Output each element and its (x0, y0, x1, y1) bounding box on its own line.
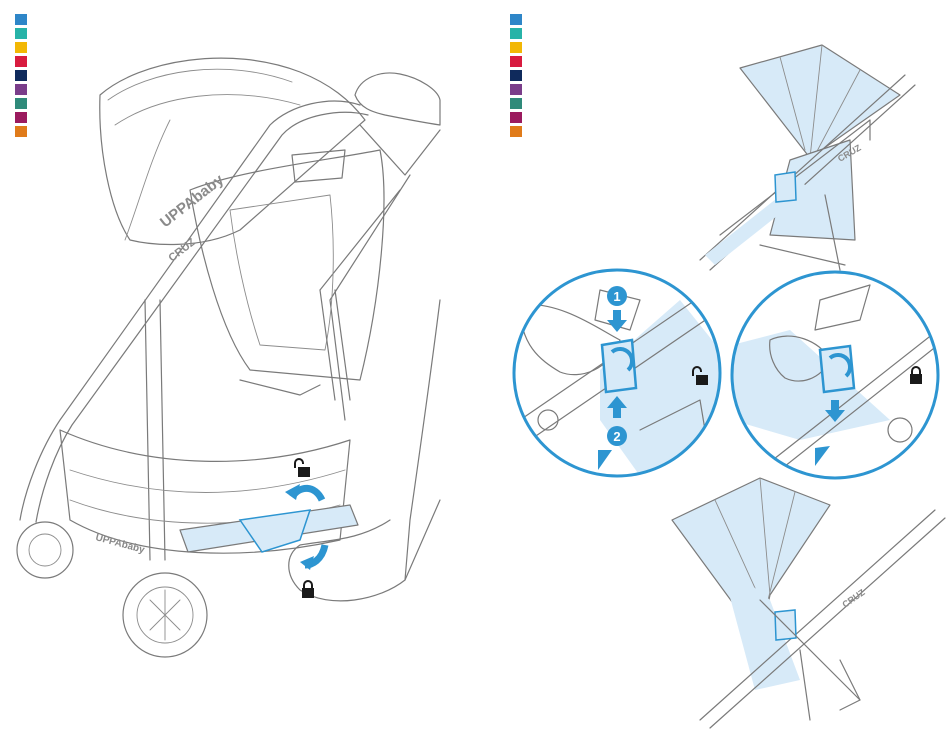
step-2-badge: 2 (607, 426, 627, 446)
detail-circle-unlock: 1 2 (514, 270, 720, 476)
svg-text:2: 2 (613, 429, 620, 444)
left-hand (355, 73, 440, 125)
canopy-model-text: CRUZ (166, 236, 198, 264)
svg-text:1: 1 (613, 289, 620, 304)
left-handlebar (20, 101, 360, 520)
right-top-lock-button (775, 172, 796, 202)
detail-circle-lock (732, 272, 938, 478)
right-top-stroller: CRUZ (700, 45, 915, 270)
right-bottom-stroller: CRUZ (672, 478, 945, 728)
left-stroller-illustration: UPPAbaby CRUZ UPPAbaby (17, 58, 440, 657)
left-front-wheel (17, 522, 73, 578)
canopy-brand-text: UPPAbaby (157, 171, 228, 231)
lock-icon (302, 581, 314, 598)
unlock-icon (295, 459, 310, 477)
step-1-badge: 1 (607, 286, 627, 306)
basket-brand-text: UPPAbaby (94, 532, 146, 556)
